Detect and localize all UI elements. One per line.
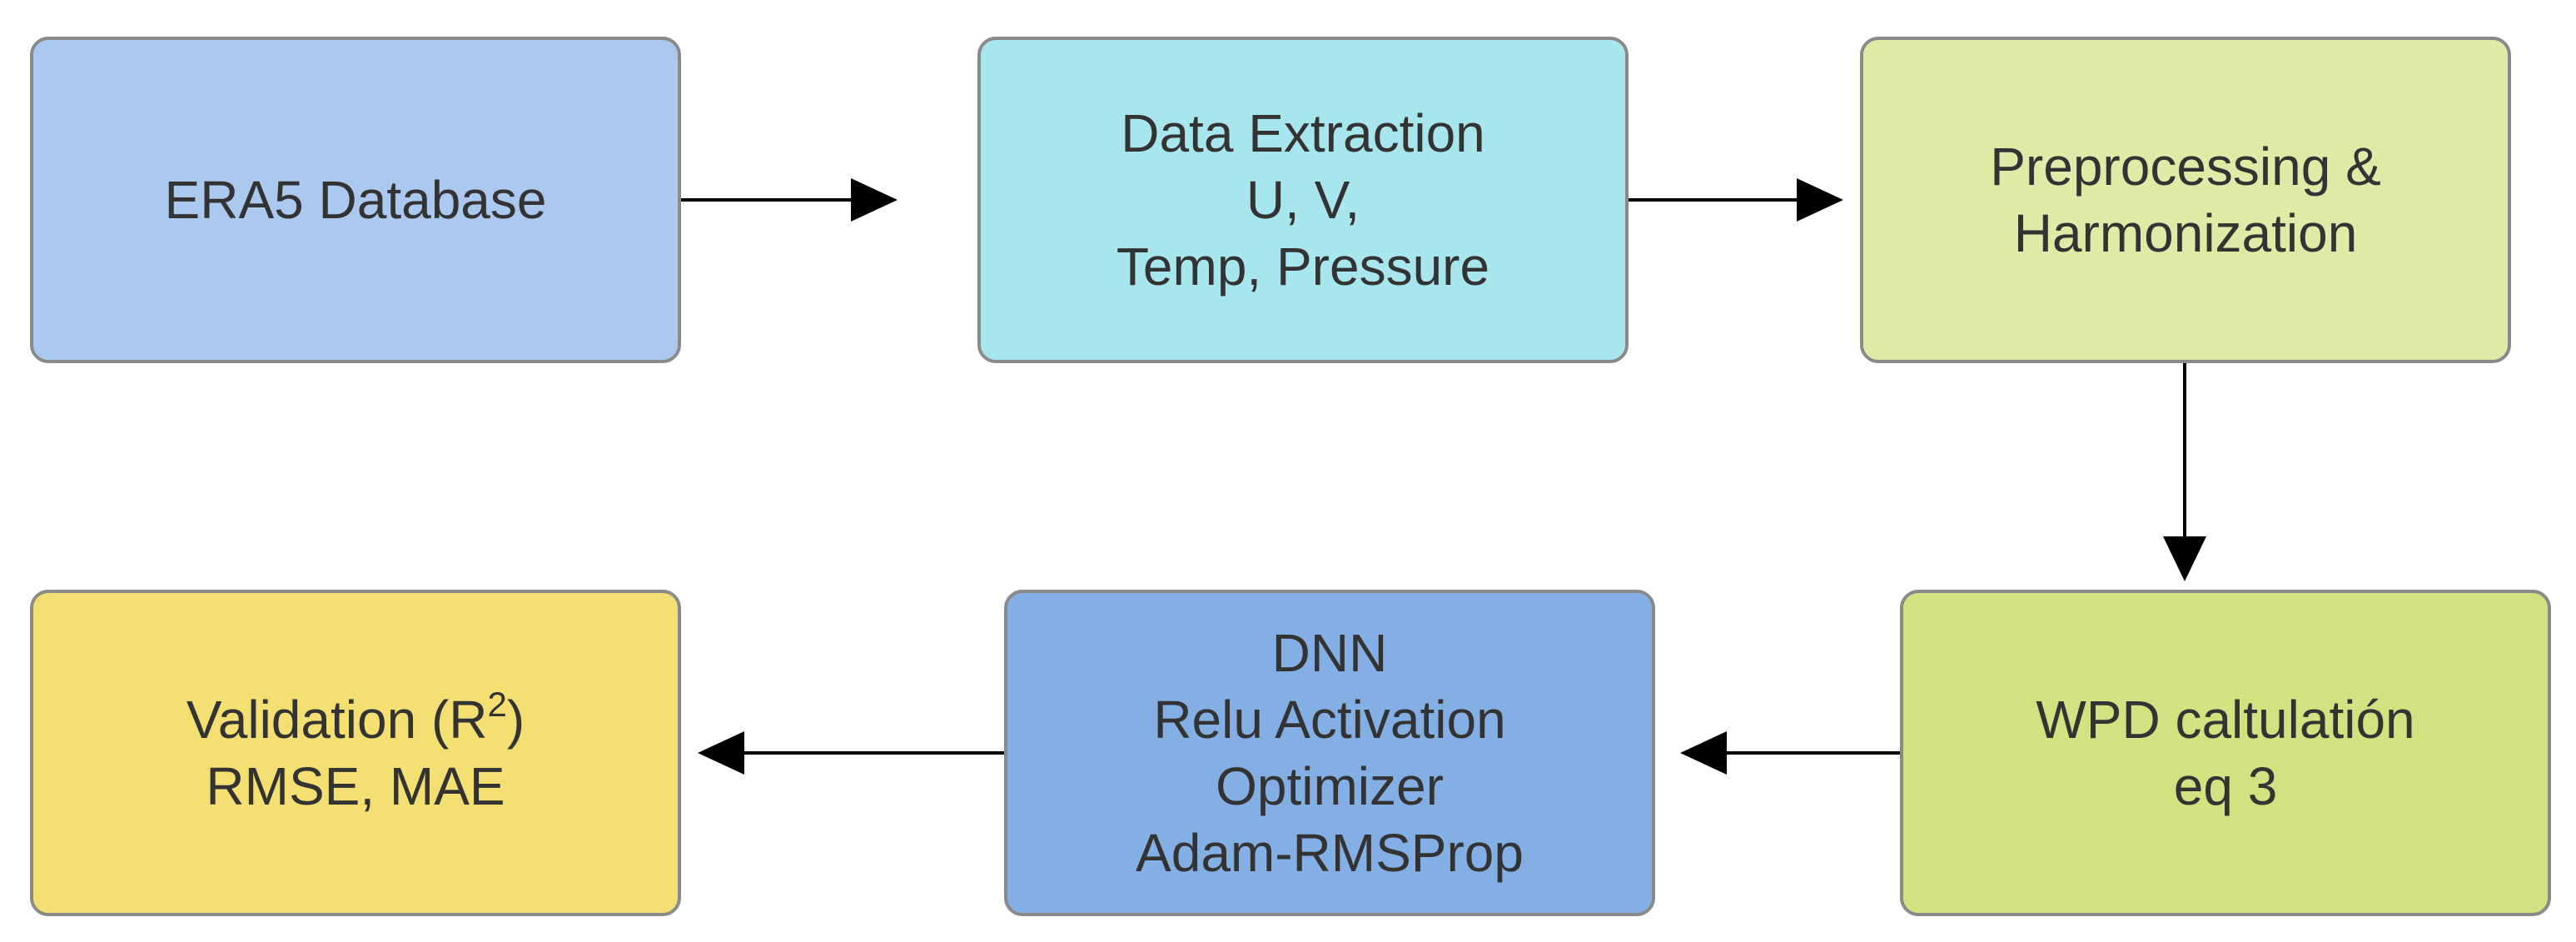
node-label-suffix: ) [506, 690, 525, 750]
node-label-superscript: 2 [487, 684, 507, 724]
node-label-prefix: Validation (R [186, 690, 488, 750]
node-label: eq 3 [2173, 756, 2278, 816]
node-label: Temp, Pressure [1116, 237, 1490, 297]
node-label: Harmonization [2013, 203, 2358, 263]
node-label: Optimizer [1216, 756, 1444, 816]
node-preprocessing: Preprocessing & Harmonization [1860, 37, 2511, 363]
node-validation: Validation (R2) RMSE, MAE [30, 590, 681, 916]
node-label-line1: Validation (R2) [186, 686, 525, 753]
arrow-wpd-to-dnn [1680, 731, 1900, 775]
arrow-era5-to-extraction [681, 178, 898, 222]
node-label-line2: RMSE, MAE [206, 756, 505, 816]
node-label: Relu Activation [1153, 690, 1506, 750]
node-wpd-calculation: WPD caltulatión eq 3 [1900, 590, 2551, 916]
node-label: Preprocessing & [1990, 137, 2381, 197]
node-label: ERA5 Database [164, 170, 547, 230]
node-dnn: DNN Relu Activation Optimizer Adam-RMSPr… [1004, 590, 1655, 916]
node-label: U, V, [1246, 170, 1360, 230]
node-data-extraction: Data Extraction U, V, Temp, Pressure [977, 37, 1629, 363]
node-era5-database: ERA5 Database [30, 37, 681, 363]
arrow-extraction-to-preprocessing [1629, 178, 1843, 222]
node-label: Adam-RMSProp [1136, 823, 1524, 883]
arrow-dnn-to-validation [698, 731, 1004, 775]
arrow-preprocessing-to-wpd [2163, 363, 2206, 581]
node-label: Data Extraction [1121, 103, 1485, 163]
node-label: DNN [1271, 623, 1388, 683]
node-label: WPD caltulatión [2036, 690, 2415, 750]
